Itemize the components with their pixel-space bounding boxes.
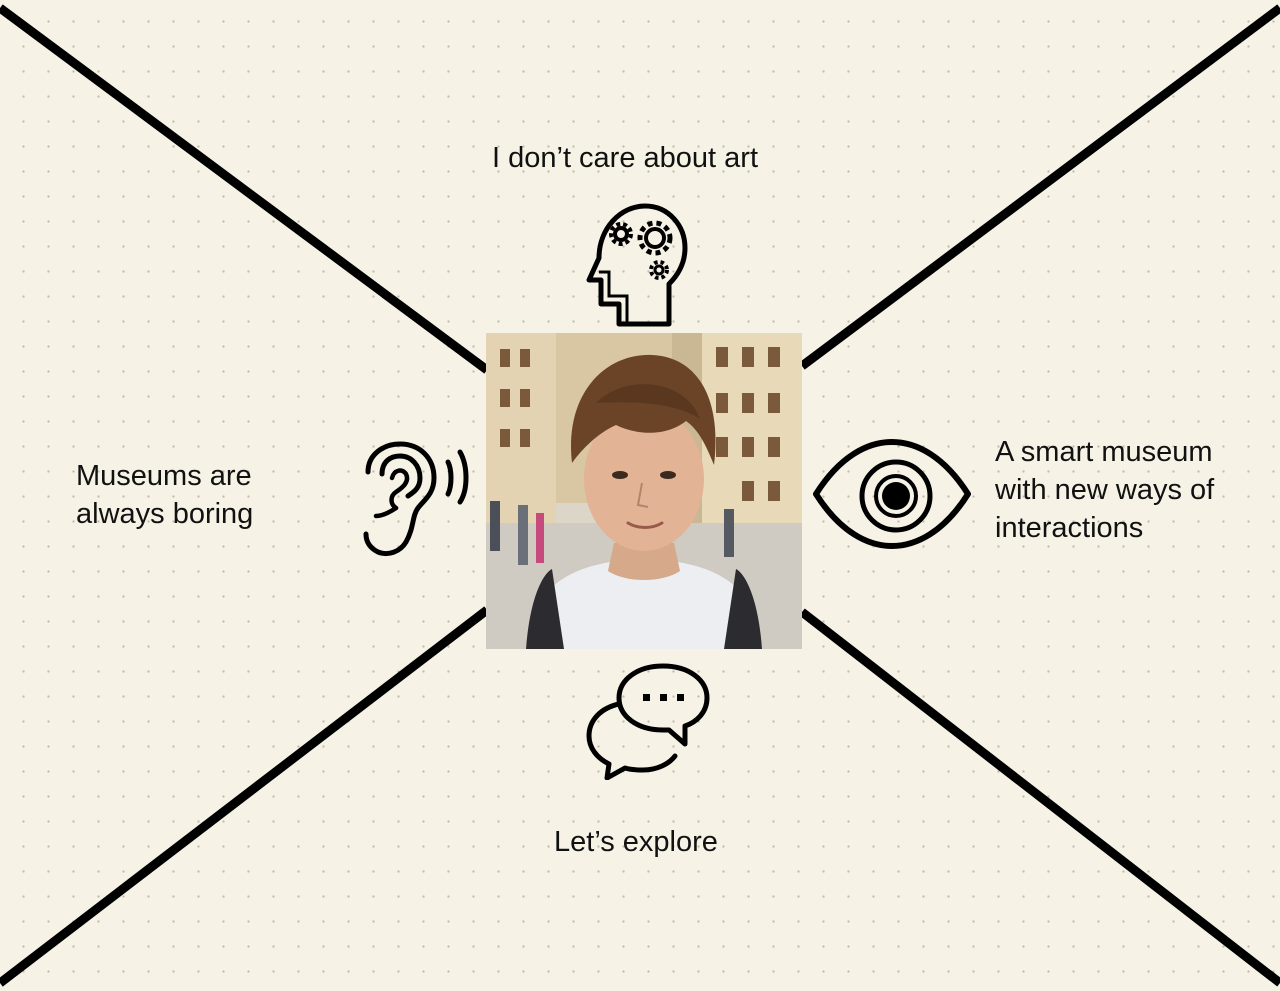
sees-line-2: with new ways of <box>995 474 1215 506</box>
sees-line-1: A smart museum <box>995 436 1213 468</box>
eye-icon <box>813 439 971 549</box>
hears-line-2: always boring <box>76 498 254 530</box>
sees-label: A smart museum with new ways of interact… <box>995 433 1214 547</box>
ear-icon <box>363 441 469 557</box>
divider-top-right <box>799 4 1280 370</box>
persona-portrait-illustration <box>486 333 802 649</box>
divider-bottom-right <box>799 608 1280 987</box>
hears-line-1: Museums are <box>76 460 252 492</box>
head-gears-icon <box>586 203 688 327</box>
divider-bottom-left <box>0 606 490 987</box>
thinks-label: I don’t care about art <box>492 142 758 174</box>
persona-photo <box>486 333 802 649</box>
chat-bubbles-icon <box>586 663 710 780</box>
divider-top-left <box>0 4 490 374</box>
hears-label: Museums are always boring <box>76 457 253 533</box>
sees-line-3: interactions <box>995 512 1144 544</box>
says-label: Let’s explore <box>554 826 718 858</box>
